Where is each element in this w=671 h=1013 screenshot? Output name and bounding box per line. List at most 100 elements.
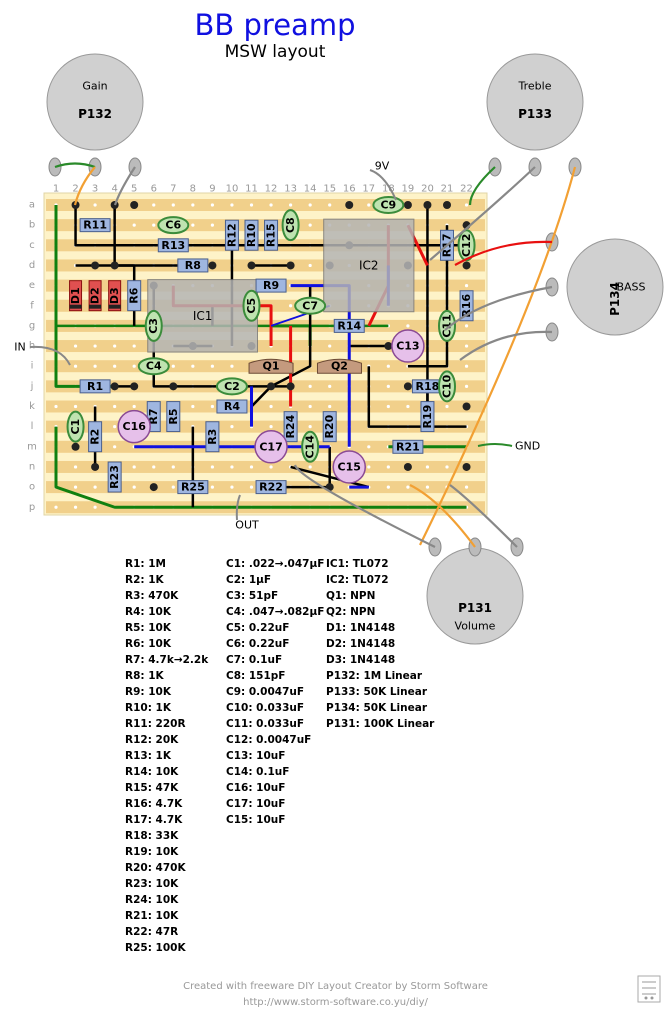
page-title: BB preamp	[194, 8, 356, 42]
transistor-label: Q1	[263, 360, 280, 373]
bom-entry: R1: 1M	[125, 558, 167, 570]
solder-joint	[110, 261, 119, 270]
resistor-label: R24	[284, 414, 297, 438]
capacitor-body	[215, 377, 248, 396]
strip-hole	[132, 404, 136, 409]
column-label: 15	[323, 184, 336, 195]
capacitor-body	[66, 410, 85, 443]
bom-entry: C2: 1µF	[226, 574, 272, 586]
diy-logo-icon	[637, 975, 661, 1003]
bom-entry: C12: 0.0047uF	[226, 734, 312, 746]
resistor-label: R9	[263, 279, 279, 292]
bom-entry: C4: .047→.082µF	[226, 606, 325, 618]
capacitor-label: C12	[460, 234, 473, 257]
bom-entry: C14: 0.1uF	[226, 766, 290, 778]
pot-id: P133	[518, 107, 552, 121]
strip-hole	[308, 223, 312, 227]
resistor-body	[264, 219, 279, 251]
resistor-body	[79, 218, 111, 233]
strip-hole	[73, 485, 78, 489]
jumper-wire	[290, 465, 370, 489]
input-label: IN	[14, 341, 25, 354]
pot-lead-wire	[113, 166, 136, 206]
strip-hole	[386, 485, 390, 489]
capacitor-label: C1	[69, 419, 82, 435]
diode-label: D3	[108, 287, 121, 304]
row-label: l	[31, 421, 34, 432]
bom-entry: C9: 0.0047uF	[226, 686, 305, 698]
strip-hole	[367, 465, 371, 469]
column-label: 12	[265, 184, 278, 195]
resistor-label: R5	[167, 409, 180, 425]
capacitor-label: C9	[380, 199, 396, 212]
strip-hole	[73, 404, 78, 409]
column-label: 14	[304, 184, 317, 195]
column-label: 17	[362, 184, 375, 195]
solder-joint	[208, 261, 217, 270]
electrolytic-label: C13	[396, 340, 419, 353]
row-label: k	[29, 401, 35, 412]
row-label: d	[29, 260, 35, 271]
column-label: 18	[382, 184, 395, 195]
bom-entry: IC1: TL072	[326, 558, 389, 570]
pot-lead-wire	[73, 166, 96, 206]
solder-joint	[71, 442, 80, 451]
column-label: 2	[72, 184, 78, 195]
copper-strip	[46, 460, 485, 473]
bom-entry: C1: .022→.047µF	[226, 558, 325, 570]
bom-entry: R24: 10K	[125, 894, 179, 906]
capacitor-label: C14	[304, 435, 317, 459]
column-label: 16	[343, 184, 356, 195]
strip-hole	[132, 485, 136, 489]
bom-entry: C11: 0.033uF	[226, 718, 305, 730]
bom-entry: C15: 10uF	[226, 814, 286, 826]
solder-joint	[149, 483, 158, 492]
capacitor-body	[242, 289, 261, 322]
pot-lead-wire	[419, 166, 577, 546]
electrolytic-body	[391, 329, 425, 363]
strip-hole	[132, 364, 136, 368]
output-label: OUT	[235, 519, 259, 532]
electrolytic-label: C17	[259, 440, 282, 453]
electrolytic-body	[254, 430, 288, 464]
strip-hole	[328, 404, 332, 409]
bom-entry: R6: 10K	[125, 638, 171, 650]
capacitor-body	[137, 357, 170, 376]
strip-hole	[113, 344, 117, 348]
capacitor-label: C3	[147, 318, 160, 334]
output-wire	[235, 494, 241, 521]
solder-joint	[462, 402, 471, 411]
pot-lead-wire	[459, 330, 553, 361]
ic-label: IC2	[359, 258, 379, 272]
transistor-body	[248, 358, 294, 374]
strip-hole	[113, 404, 117, 409]
column-label: 1	[53, 184, 59, 195]
solder-joint	[384, 342, 393, 351]
bom-entry: D3: 1N4148	[326, 654, 396, 666]
strip-hole	[152, 203, 156, 207]
resistor-label: R8	[185, 259, 201, 272]
solder-joint	[403, 201, 412, 209]
capacitor-body	[438, 370, 456, 403]
row-label: c	[29, 240, 35, 251]
row-label: n	[29, 461, 35, 472]
pot-lead-wire	[54, 162, 96, 169]
resistor-body	[322, 411, 337, 443]
bom-entry: R3: 470K	[125, 590, 179, 602]
solder-joint	[286, 382, 295, 391]
column-label: 13	[284, 184, 297, 195]
capacitor-label: C7	[302, 299, 318, 312]
strip-hole	[464, 284, 469, 288]
resistor-body	[88, 421, 103, 453]
bom-entry: R13: 1K	[125, 750, 171, 762]
strip-hole	[445, 465, 449, 469]
page-subtitle: MSW layout	[224, 42, 326, 62]
solder-joint	[267, 382, 276, 391]
strip-hole	[210, 203, 214, 207]
strip-hole	[230, 203, 234, 207]
bom-entry: P133: 50K Linear	[326, 686, 428, 698]
resistor-body	[255, 480, 287, 495]
